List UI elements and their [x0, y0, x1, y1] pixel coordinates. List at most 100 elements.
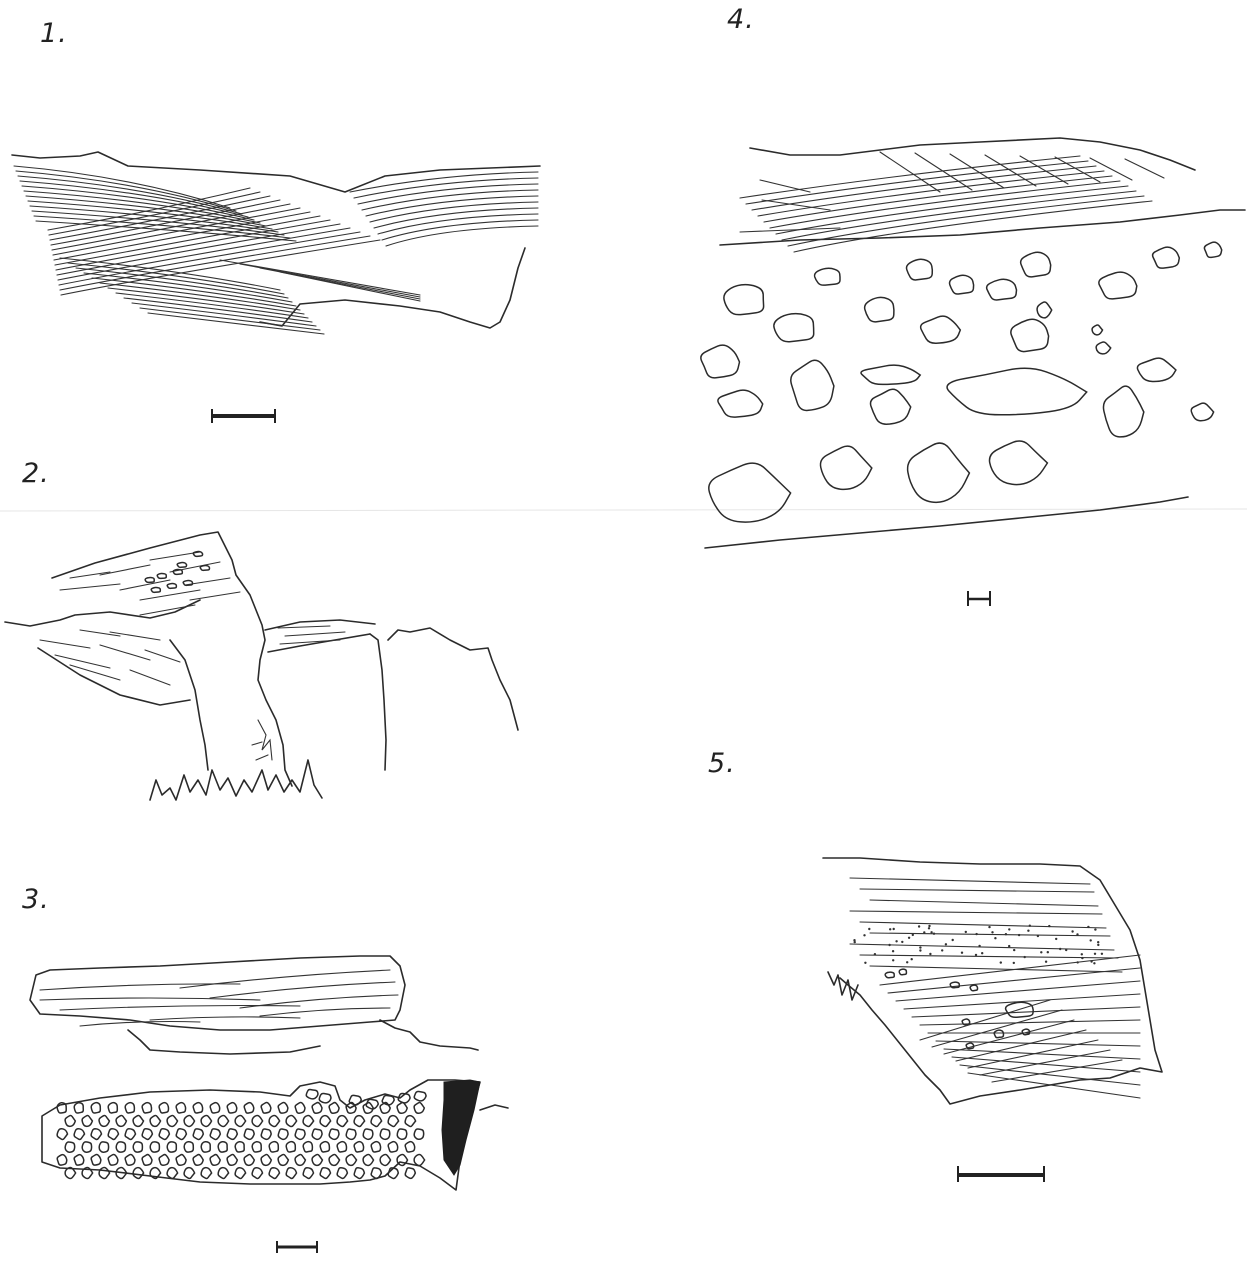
panel-3-pebble [210, 1103, 219, 1113]
panel-3-pebble [167, 1116, 177, 1127]
panel-5-sand-dot [906, 961, 908, 963]
panel-3-pebble [218, 1168, 228, 1179]
panel-4-drawing [701, 138, 1245, 606]
panel-3-pebble [252, 1142, 261, 1152]
scan-crease [0, 509, 1247, 511]
panel-3-pebble [397, 1103, 407, 1114]
panel-5-sand-dot [930, 931, 932, 933]
panel-5-sand-dot [1005, 933, 1007, 935]
panel-5-sand-dot [1037, 935, 1039, 937]
panel-4-boulder [989, 441, 1047, 485]
panel-3-pebble [150, 1116, 160, 1127]
panel-5-sand-dot [895, 940, 897, 942]
panel-4-boulder [709, 463, 791, 522]
panel-3-pebble [261, 1155, 271, 1166]
panel-5-sand-dot [1013, 949, 1015, 951]
panel-5-sand-dot [1090, 960, 1092, 962]
panel-3-pebble [65, 1142, 75, 1152]
panel-5-sand-dot [1059, 948, 1061, 950]
panel-3-pebble [388, 1116, 398, 1127]
panel-2-roots [252, 720, 272, 760]
panel-5-sand-dot [1097, 944, 1099, 946]
panel-1-foreset-right [350, 172, 538, 192]
panel-1-foresets [14, 166, 538, 334]
panel-3-pebble [210, 1129, 220, 1140]
panel-5-lamina [850, 878, 1090, 884]
panel-3-pebble [312, 1155, 322, 1166]
panel-3-pebble [244, 1155, 254, 1166]
panel-3-pebble [380, 1154, 390, 1165]
panel-4-boulder [907, 259, 933, 280]
panel-3-pebble [414, 1129, 424, 1139]
panel-3-pebble [125, 1103, 134, 1113]
panel-5-sand-dot [1023, 956, 1025, 958]
panel-3-pebble [235, 1142, 244, 1152]
panel-5-foreset [952, 1057, 1140, 1072]
panel-2-clast [173, 569, 182, 574]
panel-3-pebble [346, 1129, 356, 1139]
panel-3-pebble [371, 1116, 382, 1127]
panel-4-boulder [1204, 242, 1221, 257]
panel-5-sand-dot [864, 962, 866, 964]
panel-2-lamina [130, 670, 170, 685]
panel-3-pebble [150, 1142, 159, 1152]
panel-4-foreset [752, 166, 1096, 210]
panel-3-pebble [184, 1142, 193, 1152]
panel-3-pebble [371, 1142, 380, 1152]
panel-3-pebble [125, 1129, 135, 1140]
panel-5-sand-dot [965, 931, 967, 933]
panel-3-pebble [269, 1168, 279, 1179]
panel-3-pebble [235, 1168, 245, 1179]
panel-3-pebble [349, 1095, 361, 1105]
panel-3-pebble [329, 1103, 339, 1114]
panel-4-boulder [947, 368, 1087, 415]
panel-4-lower-contact [705, 497, 1188, 548]
panel-5-sand-dot [889, 928, 891, 930]
panel-3-pebble [99, 1115, 109, 1126]
panel-3-pebble [312, 1129, 322, 1139]
panel-3-pebble [371, 1168, 381, 1179]
panel-2-clast [157, 573, 166, 578]
panel-3-pebble [91, 1155, 101, 1166]
panel-3-pebble [278, 1129, 288, 1139]
panel-3-pebble [133, 1168, 144, 1179]
panel-2-clast [145, 578, 154, 583]
panel-3-pebble [176, 1155, 186, 1166]
panel-5-sand-dot [1013, 962, 1015, 964]
panel-2-clast [167, 583, 176, 588]
panel-5-sand-dot [975, 954, 977, 956]
panel-5-sand-dot [933, 933, 935, 935]
panel-3-edge-stub [480, 1105, 508, 1110]
panel-4-boulder [949, 275, 973, 294]
panel-4-foreset [782, 191, 1136, 240]
panel-5-clast [994, 1030, 1003, 1038]
panel-4-boulder [724, 285, 764, 315]
panel-3-pebble [159, 1103, 168, 1113]
panel-2-lamina [100, 565, 150, 575]
panel-5-foreset [896, 981, 1140, 1001]
panel-3-pebble [319, 1093, 331, 1102]
panel-2-right-bed-base [268, 634, 370, 652]
panel-5-sand-dot [1087, 926, 1089, 928]
panel-3-ledge [380, 1020, 478, 1050]
panel-2-clast [200, 565, 209, 570]
panel-3-pebble [414, 1091, 426, 1100]
panel-5-sand-dot [1047, 951, 1049, 953]
panel-5-clast [899, 969, 906, 975]
panel-5-sand-dot [1076, 933, 1078, 935]
panel-3-pebble [388, 1168, 398, 1179]
panel-5-sand-dot [975, 933, 977, 935]
panel-2-lamina [120, 580, 170, 590]
panel-4-foreset [746, 161, 1088, 204]
panel-5-sand-dot [991, 931, 993, 933]
panel-3-pebble [82, 1142, 91, 1152]
panel-5-sand-dot [1077, 961, 1079, 963]
panel-4-boulders [701, 242, 1222, 522]
panel-2-lamina [190, 592, 240, 600]
panel-3-pebble [354, 1142, 363, 1152]
panel-4-boulder [987, 279, 1017, 300]
panel-3-pebble [235, 1116, 246, 1127]
panel-4-boulder [1099, 272, 1137, 299]
panel-4-foreset-short [760, 180, 810, 192]
panel-5-sand-dot [988, 926, 990, 928]
